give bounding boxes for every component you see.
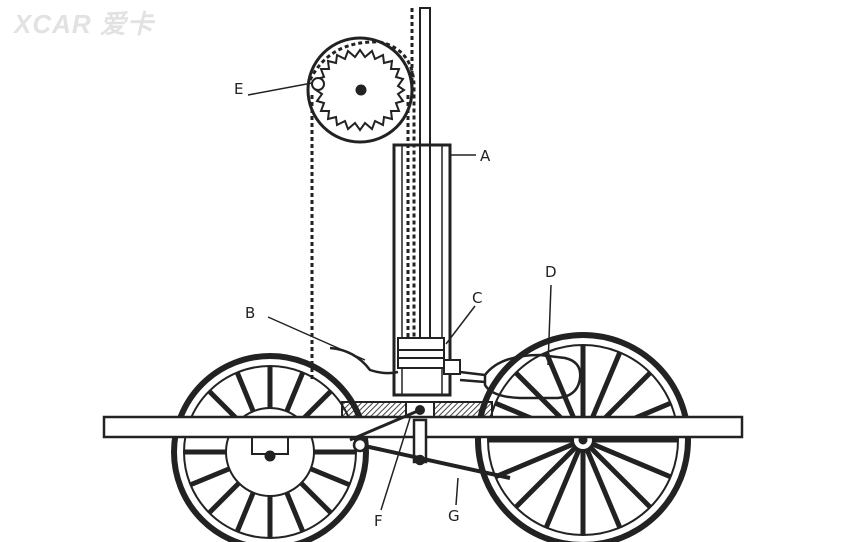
piston (397, 337, 461, 375)
label-g: G (448, 507, 460, 525)
front-wheel (475, 332, 691, 542)
label-b: B (245, 304, 255, 322)
fuel-pipe (329, 346, 399, 375)
label-a: A (480, 147, 491, 165)
drive-chain (308, 8, 416, 380)
leader-lines (247, 82, 552, 511)
label-c: C (472, 289, 482, 307)
label-d: D (545, 263, 557, 281)
label-e: E (234, 80, 243, 98)
label-f: F (374, 512, 383, 530)
watermark-text: XCAR 爱卡 (14, 9, 154, 39)
connecting-rod (349, 408, 511, 480)
rear-wheel (171, 353, 369, 542)
vertical-rod (419, 7, 431, 344)
watermark-logo: XCAR 爱卡 (14, 4, 174, 44)
sprocket-wheel (306, 36, 414, 144)
